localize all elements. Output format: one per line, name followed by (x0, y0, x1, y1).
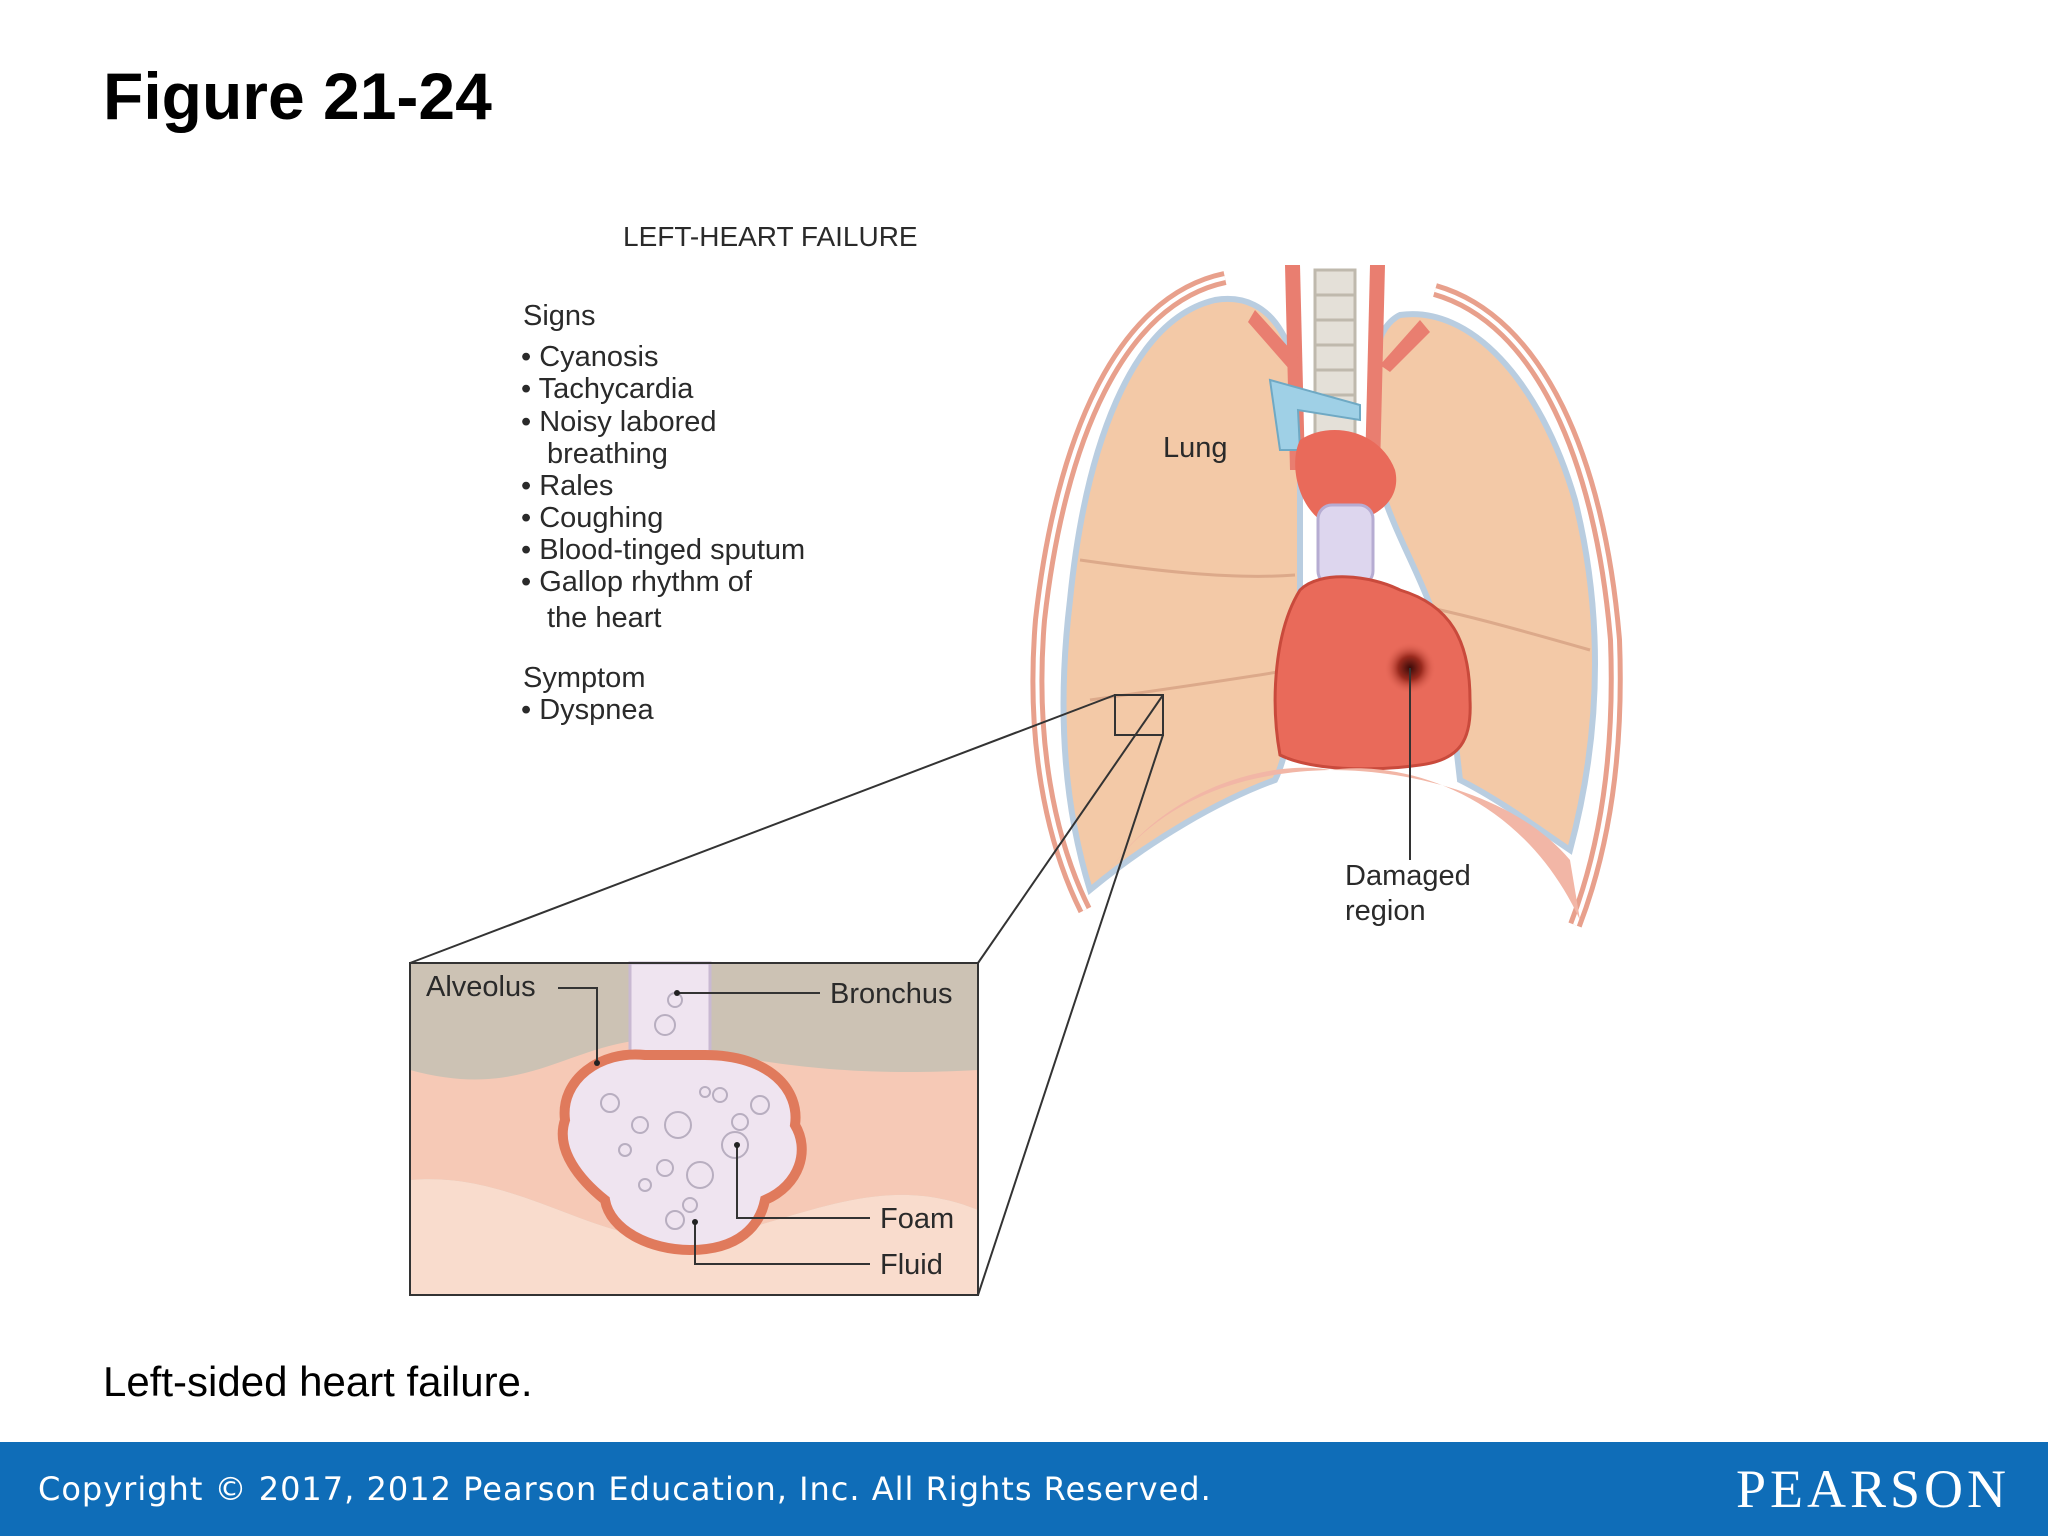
figure-caption: Left-sided heart failure. (103, 1358, 533, 1405)
right-lung-shape (1369, 311, 1598, 855)
sign-item: breathing (547, 438, 668, 470)
sign-item: the heart (547, 602, 661, 634)
fluid-label: Fluid (880, 1249, 943, 1281)
ribcage-outline (1030, 271, 1623, 928)
signs-heading: Signs (523, 300, 596, 332)
symptom-item: • Dyspnea (521, 694, 655, 726)
heart-shape (1273, 575, 1472, 771)
sign-item: • Coughing (521, 502, 663, 534)
footer-bar: Copyright © 2017, 2012 Pearson Education… (0, 1442, 2048, 1536)
alveolus-label: Alveolus (426, 971, 536, 1003)
damaged-region-label: region (1345, 895, 1426, 927)
great-vessels (1248, 265, 1430, 587)
sign-item: • Noisy labored (521, 406, 717, 438)
zoom-region-box (1114, 694, 1164, 736)
foam-label: Foam (880, 1203, 954, 1235)
leader-dots (594, 990, 740, 1225)
sign-item: • Cyanosis (521, 341, 658, 373)
figure-heading: LEFT-HEART FAILURE (623, 221, 918, 252)
symptom-heading: Symptom (523, 662, 645, 694)
lung-label: Lung (1163, 432, 1228, 464)
sign-item: • Tachycardia (521, 373, 694, 405)
slide-title: Figure 21-24 (103, 59, 492, 133)
pearson-logo: PEARSON (1735, 1459, 2010, 1519)
sign-item: • Blood-tinged sputum (521, 534, 805, 566)
damaged-region-label: Damaged (1345, 860, 1471, 892)
sign-item: • Rales (521, 470, 613, 502)
copyright-text: Copyright © 2017, 2012 Pearson Education… (38, 1470, 1212, 1508)
bronchus-label: Bronchus (830, 978, 953, 1010)
leader-lines (558, 668, 1411, 1265)
alveolus-inset (409, 961, 979, 1296)
sign-item: • Gallop rhythm of (521, 566, 753, 598)
